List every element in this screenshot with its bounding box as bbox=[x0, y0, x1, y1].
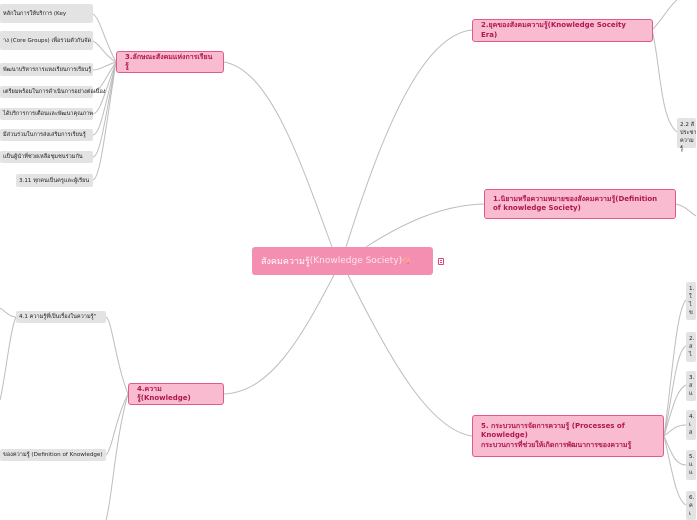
sub-topic-4-definition[interactable]: ของความรู้ (Definition of Knowledge) bbox=[0, 449, 106, 461]
sub-topic-5-2[interactable]: 2. ส ไ bbox=[686, 332, 696, 362]
branch-label: 2.ยุคของสังคมความรู้(Knowledge Soceity E… bbox=[481, 21, 626, 39]
sub-topic-3-3[interactable]: พัฒนาบริหารการแหงเรียนการเรียนรู้ bbox=[0, 63, 93, 76]
sub-topic-3-2[interactable]: าง (Core Groups) เพื่อรวมตัวกันจัด bbox=[0, 31, 93, 50]
sub-topic-3-5[interactable]: ได้บริการการเตือนและพัฒนาคุณภาพ bbox=[0, 108, 93, 120]
sub-topic-5-4[interactable]: 4. เ ส bbox=[686, 410, 696, 440]
sub-topic-4-1[interactable]: 4.1 ความรู้ที่เป็นเรื่องในความรู้" bbox=[16, 311, 106, 323]
branch-label: 1.นิยามหรือความหมายของสังคมความรู้(Defin… bbox=[493, 194, 658, 212]
sub-topic-5-6[interactable]: 6. ค เ bbox=[686, 491, 696, 520]
branch-label: 4.ความรู้(Knowledge) bbox=[137, 384, 191, 402]
edge-root-b4 bbox=[223, 274, 335, 395]
branch-label-line2: กระบวนการที่ช่วยให้เกิดการพัฒนาการของควา… bbox=[481, 440, 632, 449]
branch-learning-society-traits[interactable]: 3.ลักษณะสังคมแห่งการเรียนรู้ bbox=[116, 51, 224, 73]
branch-definition-knowledge-society[interactable]: 1.นิยามหรือความหมายของสังคมความรู้(Defin… bbox=[484, 189, 676, 219]
sub-topic-5-3[interactable]: 3. ส แ bbox=[686, 371, 696, 401]
branch-label: 3.ลักษณะสังคมแห่งการเรียนรู้ bbox=[125, 52, 213, 70]
edge-root-b3 bbox=[223, 61, 333, 248]
sub-topic-3-6[interactable]: มีส่วนร่วมในการส่งเสริมการเรียนรู้ bbox=[0, 129, 93, 141]
notes-icon[interactable] bbox=[438, 258, 444, 265]
branch-knowledge-processes[interactable]: 5. กระบวนการจัดการความรู้ (Processes of … bbox=[472, 415, 664, 457]
central-topic-subtitle: (Knowledge Society) bbox=[309, 256, 403, 266]
branch-knowledge[interactable]: 4.ความรู้(Knowledge) bbox=[128, 383, 224, 405]
central-topic[interactable]: สังคมความรู้(Knowledge Society)🧠 bbox=[252, 247, 433, 275]
sub-topic-5-1[interactable]: 1. ใ ไ ข bbox=[686, 282, 696, 320]
sub-topic-2-2[interactable]: 2.2 สั ประชา ความรู้ bbox=[677, 118, 697, 152]
central-topic-title: สังคมความรู้ bbox=[261, 257, 310, 267]
edge-root-b5 bbox=[347, 274, 473, 437]
sub-topic-5-5[interactable]: 5. แ แ bbox=[686, 450, 696, 480]
branch-label: 5. กระบวนการจัดการความรู้ (Processes of … bbox=[481, 421, 625, 440]
sub-topic-3-7[interactable]: แป็นผู้นำที่ช่วยเหลือชุมชนร่วมกัน bbox=[0, 151, 93, 163]
branch-knowledge-society-era[interactable]: 2.ยุคของสังคมความรู้(Knowledge Soceity E… bbox=[472, 19, 653, 42]
sub-topic-3-11[interactable]: 3.11 ทุกคนเป็นครูและผู้เรียน bbox=[16, 174, 93, 187]
brain-icon: 🧠 bbox=[402, 257, 411, 265]
edge-root-b2 bbox=[345, 29, 473, 248]
sub-topic-3-4[interactable]: เตรียมพร้อมในการดำเนินการอย่างต่อเนื่อง bbox=[0, 86, 106, 98]
sub-topic-3-1[interactable]: หลักในการให้บริการ (Key bbox=[0, 4, 93, 23]
edge-root-b1 bbox=[365, 203, 485, 248]
